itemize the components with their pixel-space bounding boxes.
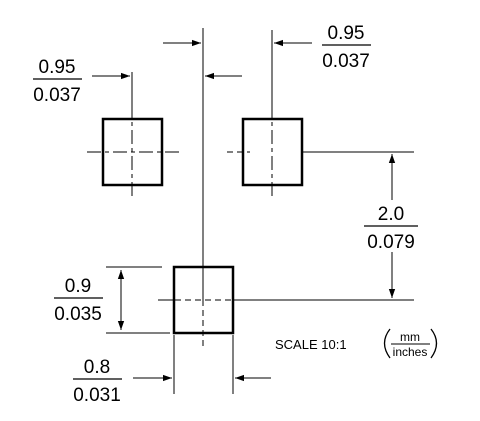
dim-pitch-top-inches: 0.037 — [322, 51, 370, 72]
dim-pad-height-inches: 0.035 — [54, 304, 102, 325]
dim-pitch-top: 0.95 0.037 — [322, 23, 371, 72]
units-paren-right — [430, 328, 438, 359]
dim-pad-width-mm: 0.8 — [84, 357, 110, 378]
scale-label: SCALE 10:1 — [275, 337, 347, 352]
units-top: mm — [400, 330, 420, 344]
dim-pad-height-mm: 0.9 — [65, 276, 91, 297]
units-legend: mm inches — [383, 328, 438, 359]
dim-vertical-spacing: 2.0 0.079 — [364, 204, 418, 253]
dim-pad-width-inches: 0.031 — [73, 385, 121, 406]
dim-pad-width: 0.8 0.031 — [73, 357, 122, 406]
extension-lines — [106, 28, 414, 394]
units-paren-left — [383, 328, 391, 359]
units-bottom: inches — [393, 345, 428, 359]
dim-pitch-left: 0.95 0.037 — [33, 57, 82, 106]
dim-pitch-top-mm: 0.95 — [328, 23, 365, 44]
dim-vertical-spacing-mm: 2.0 — [378, 204, 404, 225]
dimension-arrows — [92, 39, 396, 382]
dim-pitch-left-inches: 0.037 — [33, 85, 81, 106]
centerlines — [87, 104, 273, 350]
dim-pad-height: 0.9 0.035 — [54, 276, 103, 325]
dim-vertical-spacing-inches: 0.079 — [367, 232, 415, 253]
dim-pitch-left-mm: 0.95 — [39, 57, 76, 78]
